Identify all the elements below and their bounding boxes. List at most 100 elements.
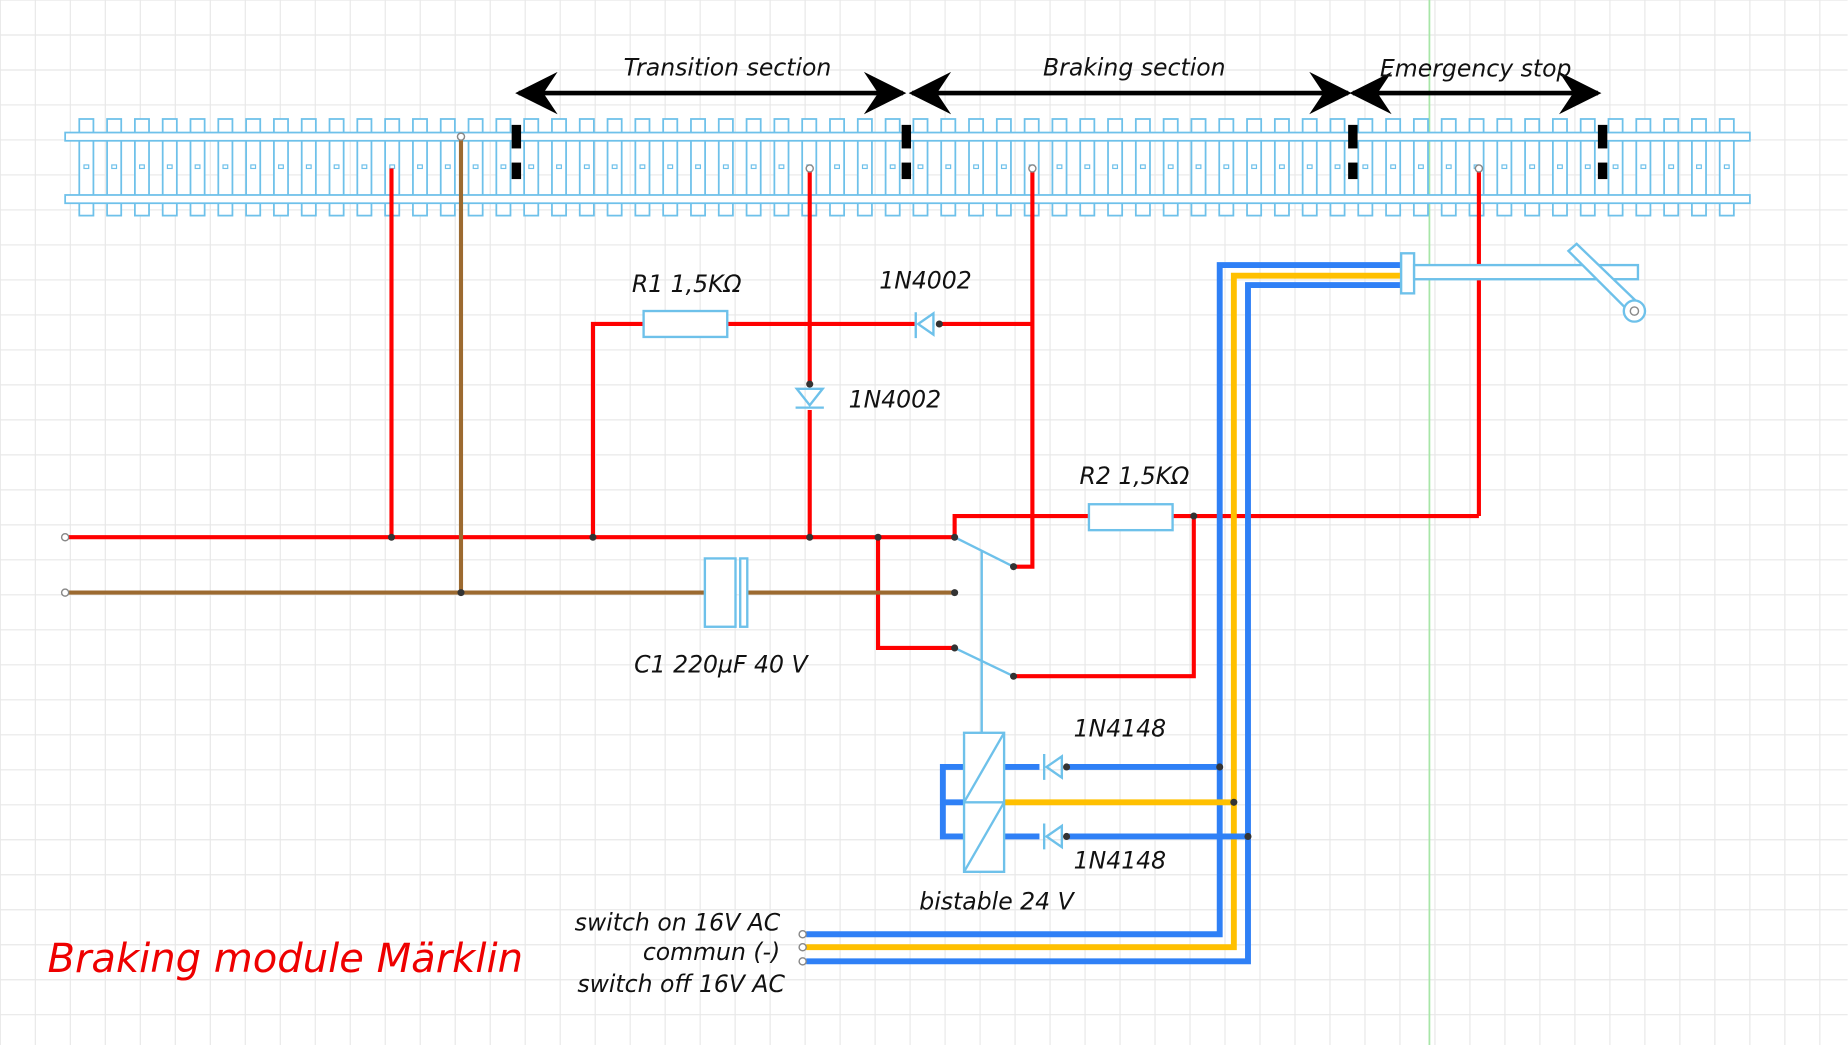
sleeper-clip xyxy=(1445,164,1452,170)
sleeper-clip xyxy=(1251,164,1258,170)
sleeper-clip xyxy=(1334,164,1341,170)
sleeper-clip xyxy=(1612,164,1619,170)
sleeper xyxy=(1718,118,1735,217)
sleeper-clip xyxy=(722,164,729,170)
sleeper xyxy=(1107,118,1124,217)
sleeper-clip xyxy=(973,164,980,170)
sleeper-clip xyxy=(611,164,618,170)
sleeper-clip xyxy=(278,164,284,170)
d2-label: 1N4002 xyxy=(849,386,942,414)
r1-label: R1 1,5KΩ xyxy=(632,270,742,298)
sleeper xyxy=(968,118,985,217)
sleeper xyxy=(134,118,150,217)
diode-d4 xyxy=(1042,823,1064,850)
sleeper xyxy=(1218,118,1235,217)
commun-label: commun (-) xyxy=(643,938,780,966)
sleeper-clip xyxy=(778,164,785,170)
sleeper-clip xyxy=(695,164,701,170)
sleeper xyxy=(662,118,679,217)
sleeper xyxy=(1552,118,1568,217)
sleeper-clip xyxy=(1000,164,1007,170)
sleeper-clip xyxy=(417,164,423,170)
sleeper xyxy=(634,118,651,217)
sleeper xyxy=(467,118,484,217)
sleeper xyxy=(523,118,540,217)
sleeper xyxy=(912,118,929,217)
sleeper xyxy=(1663,118,1680,217)
sleeper xyxy=(328,118,345,217)
sleeper-clip xyxy=(1112,164,1119,170)
sleeper xyxy=(940,118,957,217)
sleeper-clip xyxy=(444,164,451,170)
sleeper-clip xyxy=(333,164,340,170)
sleeper-clip xyxy=(305,164,312,170)
sleeper-clip xyxy=(917,164,924,170)
sleeper-clip xyxy=(861,164,868,170)
point-motor xyxy=(1399,242,1647,323)
sleeper xyxy=(551,118,567,217)
sleeper-clip xyxy=(194,164,201,170)
sleeper xyxy=(356,118,373,217)
sleeper-clip xyxy=(139,164,145,170)
resistor-r1 xyxy=(642,309,729,339)
sleeper xyxy=(1246,118,1263,217)
sleeper-clip xyxy=(1084,164,1091,170)
sleeper xyxy=(1496,118,1513,217)
sleeper-clip xyxy=(667,164,674,170)
sleeper xyxy=(1162,118,1179,217)
diode-d3 xyxy=(1042,754,1064,780)
sleeper xyxy=(1412,118,1429,217)
sleeper-clip xyxy=(945,164,952,170)
sleeper-clip xyxy=(1723,164,1730,170)
sleeper-clip xyxy=(1195,164,1202,170)
sleeper xyxy=(300,118,317,217)
sleeper-clip xyxy=(1278,164,1285,170)
switch-off-label: switch off 16V AC xyxy=(577,970,785,998)
control-wires xyxy=(806,262,1400,965)
sleeper xyxy=(1190,118,1207,217)
sleeper xyxy=(1440,118,1457,217)
sleeper xyxy=(995,118,1012,217)
sleeper-clip xyxy=(583,164,590,170)
sleeper xyxy=(1079,118,1096,217)
emergency-stop-label: Emergency stop xyxy=(1380,55,1572,83)
sleeper-clip xyxy=(1306,164,1313,170)
sleeper xyxy=(1051,118,1068,217)
sleeper-clip xyxy=(639,164,646,170)
sleeper-clip xyxy=(1529,164,1536,170)
sleeper xyxy=(412,118,428,217)
sleeper xyxy=(578,118,595,217)
sleeper-clip xyxy=(472,164,479,170)
sleeper xyxy=(106,118,123,217)
sleeper-clip xyxy=(83,164,90,170)
sleeper xyxy=(773,118,790,217)
sleeper-clip xyxy=(750,164,757,170)
isolation-gaps xyxy=(511,124,1608,180)
junction-dots xyxy=(387,320,1252,841)
power-wires xyxy=(68,168,1481,679)
sleeper xyxy=(745,118,762,217)
capacitor-c1 xyxy=(703,557,749,628)
ground-wires xyxy=(68,136,955,595)
diode-d1 xyxy=(914,311,935,339)
relay-coil xyxy=(962,731,1006,873)
sleeper-clip xyxy=(1640,164,1647,170)
sleeper-clip xyxy=(361,164,368,170)
diagram-title: Braking module Märklin xyxy=(47,936,523,982)
d3-label: 1N4148 xyxy=(1074,714,1167,742)
sleeper-clip xyxy=(1167,164,1174,170)
sleeper-clip xyxy=(834,164,840,170)
sleeper xyxy=(189,118,206,217)
sleeper xyxy=(1273,118,1290,217)
resistor-r2 xyxy=(1087,503,1174,532)
sleeper xyxy=(1691,118,1707,217)
sleeper-clip xyxy=(500,164,507,170)
sleeper xyxy=(439,118,456,217)
sleeper-clip xyxy=(1501,164,1508,170)
sleeper-clip xyxy=(1362,164,1369,170)
switch-on-label: switch on 16V AC xyxy=(575,909,781,937)
c1-label: C1 220µF 40 V xyxy=(634,651,809,679)
sleeper-clip xyxy=(1584,164,1591,170)
terminals xyxy=(60,132,1484,966)
sleeper-clip xyxy=(1056,164,1063,170)
